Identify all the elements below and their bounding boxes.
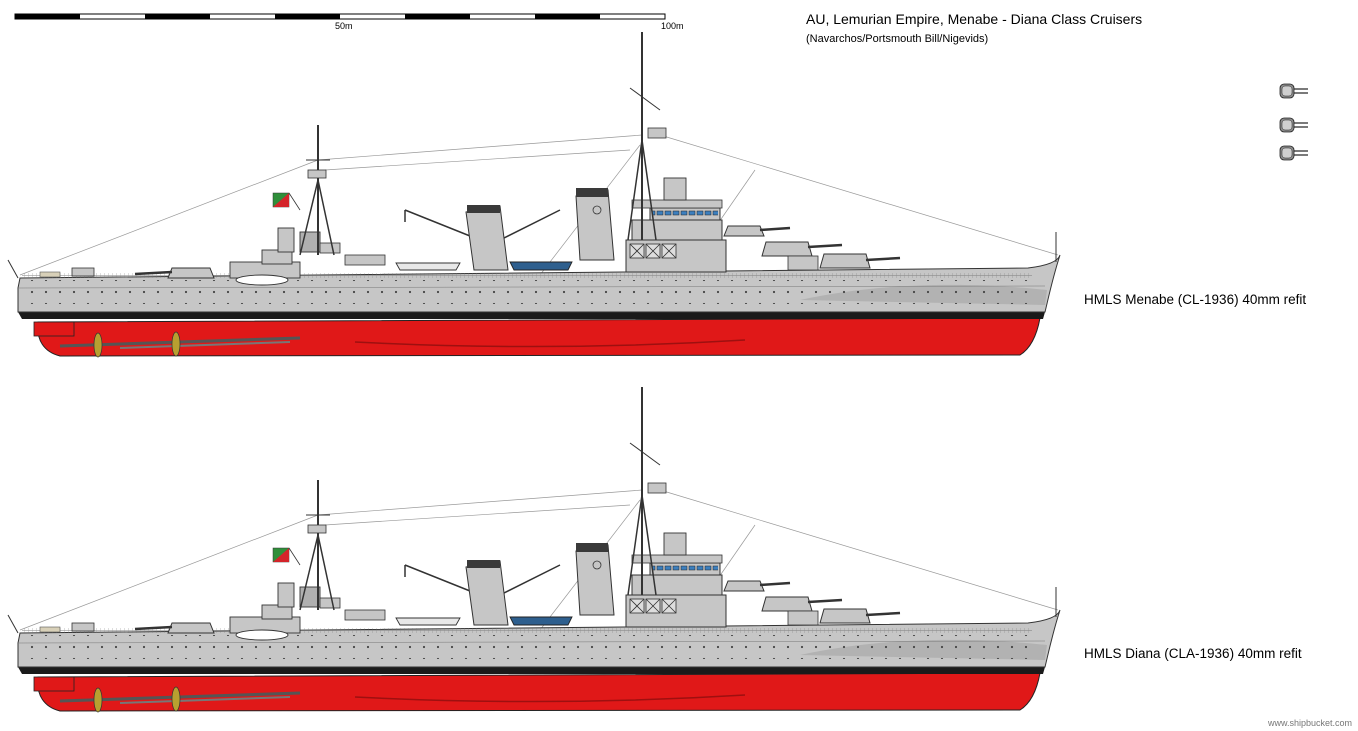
gun-detail-icons bbox=[1279, 83, 1309, 161]
ship-label-diana: HMLS Diana (CLA-1936) 40mm refit bbox=[1084, 646, 1302, 661]
scale-bar bbox=[14, 13, 666, 20]
ship-profile-menabe bbox=[6, 30, 1062, 359]
scale-label-50m: 50m bbox=[335, 21, 353, 31]
drawing-title: AU, Lemurian Empire, Menabe - Diana Clas… bbox=[806, 11, 1143, 27]
drawing-credits: (Navarchos/Portsmouth Bill/Nigevids) bbox=[806, 33, 989, 45]
site-credit: www.shipbucket.com bbox=[1267, 718, 1352, 728]
scale-label-100m: 100m bbox=[661, 21, 684, 31]
ship-label-menabe: HMLS Menabe (CL-1936) 40mm refit bbox=[1084, 292, 1307, 307]
ship-profile-diana bbox=[6, 385, 1062, 714]
